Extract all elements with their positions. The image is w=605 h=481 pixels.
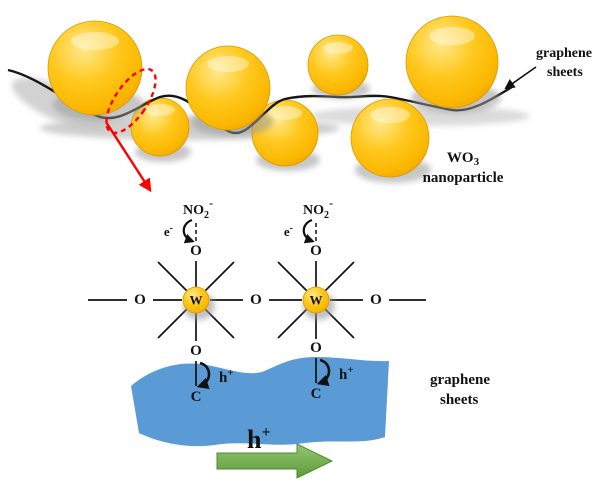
gloss-highlight: [207, 56, 249, 72]
nanoparticle-assembly: graphene sheets WO3 nanoparticle: [7, 15, 592, 193]
carbon-atom-label: C: [311, 386, 322, 402]
wo3-nanoparticle: [47, 20, 145, 121]
hole-transfer-arrow: [196, 361, 211, 389]
oxygen-atom-label: O: [250, 292, 262, 308]
tungsten-site: O NO2- e- O C h+ W: [157, 196, 235, 405]
carbon-atom-label: C: [191, 389, 202, 405]
hole-transfer-arrow: [316, 358, 331, 386]
graphene-sheets-label-top: sheets: [547, 65, 583, 80]
zoom-arrow: [104, 121, 152, 193]
nitrite-ion-label: NO2-: [183, 196, 213, 221]
tungsten-atom-label: W: [310, 293, 323, 308]
nitrite-ion-label: NO2-: [303, 196, 333, 221]
gloss-highlight: [145, 104, 175, 116]
graphene-sheets-label-bottom: sheets: [440, 392, 478, 408]
tungsten-atom-label: W: [190, 293, 203, 308]
molecular-detail: O O O O NO2- e- O C h+ W: [88, 196, 490, 479]
tungsten-site: O NO2- e- O C h+ W: [277, 196, 355, 402]
tungsten-atom: [182, 286, 210, 314]
wo3-nanoparticle: [185, 45, 273, 136]
wo3-nanoparticle: [350, 98, 431, 183]
tungsten-atom: [302, 286, 330, 314]
hole-flow-arrow: [216, 443, 334, 479]
electron-transfer-arrow: [302, 218, 315, 244]
gloss-highlight: [429, 27, 475, 45]
electron-transfer-arrow: [182, 218, 195, 244]
hole-flow-label: h+: [247, 424, 271, 454]
gloss-highlight: [71, 32, 119, 50]
graphene-pointer-arrow: [504, 66, 537, 90]
oxygen-atom-label: O: [310, 340, 322, 356]
oxygen-atom-label: O: [310, 243, 322, 259]
electron-label: e-: [164, 223, 173, 239]
gloss-highlight: [268, 106, 302, 120]
wo3-nanoparticle-label: WO3: [447, 150, 480, 168]
wo3-nanoparticle: [130, 97, 191, 162]
zoom-highlight-ellipse: [105, 67, 157, 135]
oxygen-atom-label: O: [134, 292, 146, 308]
hole-label: h+: [219, 367, 234, 386]
oxygen-atom-label: O: [190, 343, 202, 359]
graphene-sheets-label-bottom: graphene: [430, 372, 490, 388]
hole-label: h+: [339, 364, 354, 383]
gloss-highlight: [370, 107, 410, 123]
graphene-sheets-label-top: graphene: [536, 46, 592, 61]
electron-label: e-: [284, 223, 293, 239]
oxygen-atom-label: O: [370, 292, 382, 308]
wo3-nanoparticle: [405, 15, 501, 113]
oxygen-atom-label: O: [190, 243, 202, 259]
wo3-nanoparticle-label: nanoparticle: [423, 170, 504, 186]
gloss-highlight: [323, 42, 353, 54]
wo3-nanoparticle: [307, 34, 370, 99]
